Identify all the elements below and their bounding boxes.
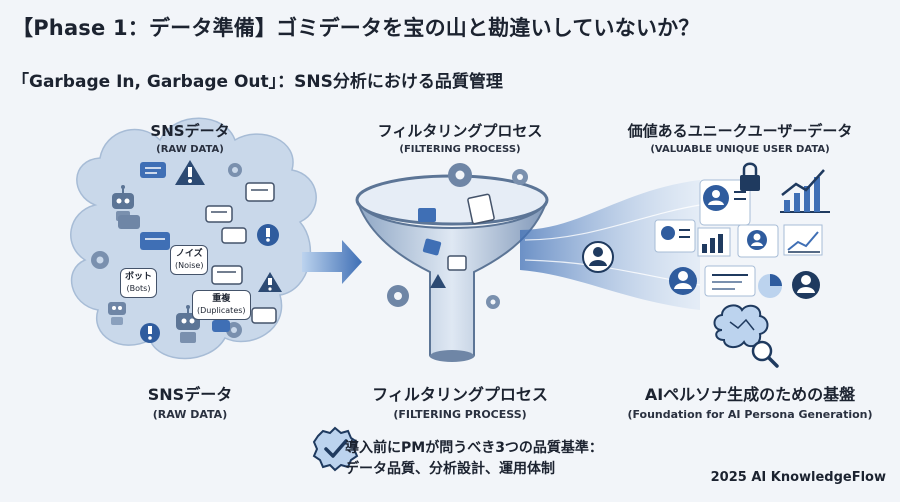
chat-bubble-icon: [118, 215, 140, 229]
chat-bubble-icon: [221, 227, 247, 244]
chat-bubble-icon: [212, 320, 230, 332]
stage-label-sns-bottom: SNSデータ(RAW DATA): [147, 385, 233, 421]
bots-tag: ボット(Bots): [120, 268, 158, 298]
quality-criteria-note: 導入前にPMが問うべき3つの品質基準： データ品質、分析設計、運用体制: [345, 438, 603, 480]
user-profile-card: [704, 265, 756, 297]
user-profile-card: [699, 179, 751, 226]
page-subtitle: 「Garbage In, Garbage Out」：SNS分析における品質管理: [12, 72, 503, 92]
chart-icon: [697, 227, 731, 257]
warning-icon: [175, 160, 205, 185]
arrow-icon: [302, 240, 362, 284]
user-icon: [582, 241, 614, 273]
valuable-data-panel: [654, 162, 830, 299]
user-icon: [669, 267, 697, 295]
gear-icon: [486, 295, 500, 309]
stage-label-valuable-top: 価値あるユニークユーザーデータ(VALUABLE UNIQUE USER DAT…: [627, 122, 853, 155]
gear-icon: [387, 285, 409, 307]
gear-icon: [448, 163, 472, 187]
chat-bubble-icon: [140, 232, 170, 250]
user-icon: [792, 271, 820, 299]
quality-criteria-heading: 導入前にPMが問うべき3つの品質基準：: [345, 440, 603, 456]
gear-icon: [228, 163, 242, 177]
stage-label-filter-bottom: フィルタリングプロセス(FILTERING PROCESS): [372, 385, 548, 421]
user-profile-card: [654, 219, 696, 253]
magnifier-icon: [751, 340, 779, 368]
chart-icon: [783, 224, 823, 256]
warning-icon: [258, 272, 282, 292]
lock-icon: [740, 162, 760, 191]
user-profile-card: [737, 224, 779, 258]
pie-chart-icon: [758, 274, 782, 298]
stage-label-filter-top: フィルタリングプロセス(FILTERING PROCESS): [377, 122, 543, 155]
alert-icon: [257, 224, 279, 246]
quality-criteria-list: データ品質、分析設計、運用体制: [345, 461, 555, 477]
chart-icon: [780, 169, 830, 213]
duplicates-tag: 重複(Duplicates): [192, 290, 251, 320]
page-title: 【Phase 1：データ準備】ゴミデータを宝の山と勘違いしていないか？: [12, 16, 700, 40]
stage-label-sns-top: SNSデータ(RAW DATA): [150, 122, 230, 155]
alert-icon: [140, 323, 160, 343]
funnel-icon: [355, 174, 549, 362]
chat-bubble-icon: [140, 162, 166, 178]
gear-icon: [91, 251, 109, 269]
checkmark-badge-icon: [312, 426, 359, 472]
gear-icon: [512, 169, 528, 185]
chat-bubble-icon: [211, 265, 243, 285]
chat-bubble-icon: [245, 182, 275, 202]
stage-label-foundation: AIペルソナ生成のための基盤(Foundation for AI Persona…: [627, 385, 873, 421]
robot-icon: [108, 302, 126, 325]
brand-credit: 2025 AI KnowledgeFlow: [710, 470, 886, 485]
chat-bubble-icon: [205, 205, 233, 223]
raw-data-cloud: [70, 117, 317, 360]
brain-icon: [713, 304, 769, 348]
chat-bubble-icon: [251, 307, 277, 324]
noise-tag: ノイズ(Noise): [170, 245, 209, 275]
